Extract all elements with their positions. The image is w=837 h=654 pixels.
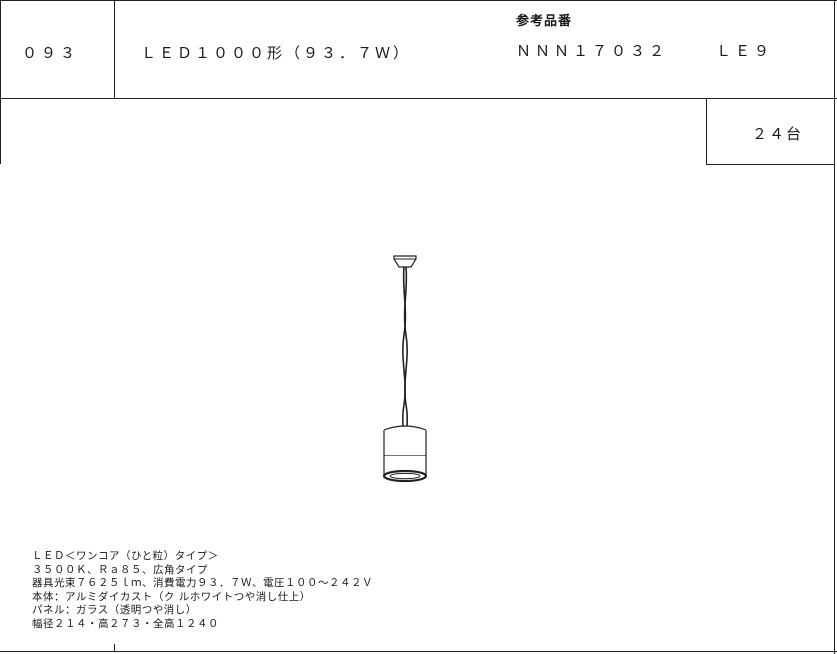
series-code: ＬＥ９ [716, 42, 774, 60]
header-bottom-border [0, 98, 837, 99]
right-border [834, 0, 835, 654]
left-border-tick [0, 0, 1, 164]
lamp-type: ＬＥＤ１０００形（９３．７Ｗ） [141, 44, 412, 62]
spec-line: ３５００Ｋ、Ｒａ８５、広角タイプ [32, 563, 208, 576]
spec-line: 幅径２１４・高２７３・全高１２４０ [32, 617, 219, 630]
spec-line: 本体：アルミダイカスト（ク ルホワイトつや消し仕上） [32, 590, 311, 603]
header-divider [114, 0, 115, 99]
top-border [0, 0, 837, 1]
pendant-light-icon [382, 255, 428, 483]
spec-notes: ＬＥＤ＜ワンコア（ひと粒）タイプ＞ ３５００Ｋ、Ｒａ８５、広角タイプ 器具光束７… [32, 550, 373, 631]
reference-label: 参考品番 [516, 14, 573, 29]
spec-line: ＬＥＤ＜ワンコア（ひと粒）タイプ＞ [32, 550, 219, 562]
spec-line: パネル：ガラス（透明つや消し） [32, 604, 197, 616]
bottom-border [0, 651, 837, 652]
quantity-box-bottom [706, 164, 835, 165]
bottom-divider-tick [114, 644, 115, 652]
spec-line: 器具光束７６２５ｌｍ、消費電力９３．７Ｗ、電圧１００～２４２Ｖ [32, 577, 373, 589]
quantity: ２４台 [752, 125, 804, 143]
item-code: ０９３ [22, 44, 80, 62]
quantity-box-left [706, 98, 707, 165]
reference-number: ＮＮＮ１７０３２ [516, 42, 669, 60]
